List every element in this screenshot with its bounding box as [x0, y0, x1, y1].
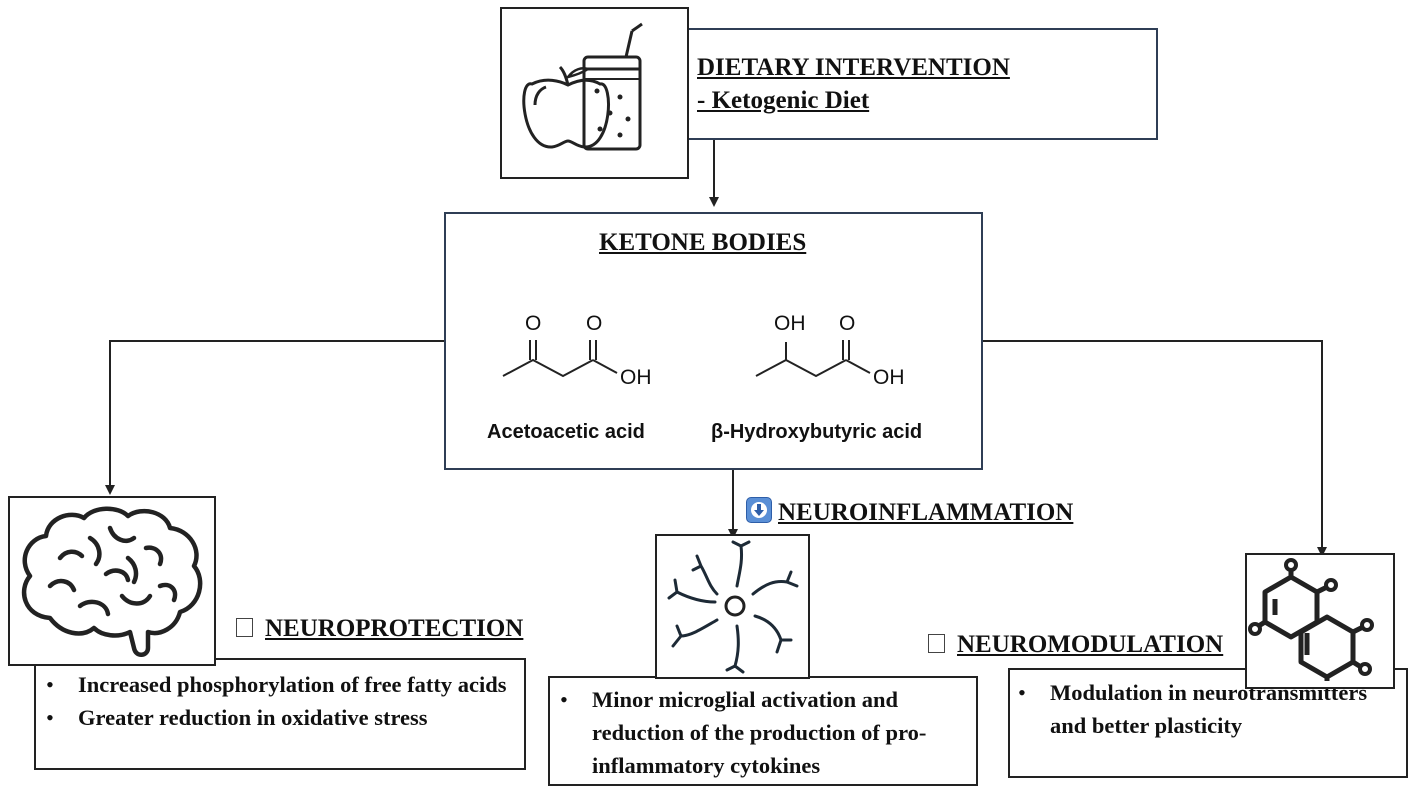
acetoacetic-o1-label: O — [525, 312, 542, 335]
acetoacetic-acid-name: Acetoacetic acid — [487, 421, 645, 443]
apple-and-drink-icon — [522, 22, 643, 151]
neuroprotection-text-box: Increased phosphorylation of free fatty … — [34, 658, 526, 770]
ketone-to-neuroprotection-arrow — [105, 340, 445, 495]
checkbox-placeholder-icon — [928, 634, 945, 653]
neuroinflammation-text-box: Minor microglial activation and reductio… — [548, 676, 978, 786]
neuromodulation-heading: NEUROMODULATION — [928, 631, 1223, 659]
hydroxybutyric-oh-label: OH — [873, 366, 905, 389]
neuroprotection-bullet-2: Greater reduction in oxidative stress — [36, 701, 514, 734]
neuromodulation-bullet-1: Modulation in neurotransmitters and bett… — [1008, 676, 1403, 742]
neuroinflammation-label: NEUROINFLAMMATION — [778, 499, 1074, 526]
molecule-icon — [1248, 558, 1374, 681]
neuroinflammation-heading: NEUROINFLAMMATION — [746, 497, 1073, 527]
ketone-bodies-box — [444, 212, 983, 470]
microglia-icon — [667, 540, 799, 674]
neuroinflammation-bullet-1: Minor microglial activation and reductio… — [550, 683, 968, 782]
molecule-icon-box — [1245, 553, 1395, 689]
acetoacetic-acid-structure — [502, 340, 618, 378]
down-arrow-icon — [746, 497, 772, 523]
microglia-icon-box — [655, 534, 810, 679]
neuroprotection-bullet-1: Increased phosphorylation of free fatty … — [36, 668, 514, 701]
neuromodulation-label: NEUROMODULATION — [957, 631, 1224, 658]
neuroprotection-label: NEUROPROTECTION — [265, 615, 524, 642]
neuroprotection-heading: NEUROPROTECTION — [236, 615, 523, 643]
acetoacetic-o2-label: O — [586, 312, 603, 335]
neuroinflammation-bullet-list: Minor microglial activation and reductio… — [550, 683, 968, 782]
ketone-to-neuromodulation-arrow — [982, 340, 1327, 557]
ketone-title: KETONE BODIES — [599, 229, 807, 256]
checkbox-placeholder-icon — [236, 618, 253, 637]
diet-subtitle: - Ketogenic Diet — [697, 87, 870, 114]
neuroprotection-bullet-list: Increased phosphorylation of free fatty … — [36, 668, 514, 734]
neuromodulation-text-region: Modulation in neurotransmitters and bett… — [1008, 676, 1403, 742]
acetoacetic-oh-label: OH — [620, 366, 652, 389]
brain-icon-box — [8, 496, 216, 666]
diet-title: DIETARY INTERVENTION — [697, 54, 1010, 81]
diet-text-box — [660, 28, 1158, 140]
diet-icon-box — [500, 7, 689, 179]
hydroxybutyric-acid-name: β-Hydroxybutyric acid — [711, 421, 923, 443]
brain-icon — [21, 506, 203, 657]
hydroxybutyric-oh-top-label: OH — [774, 312, 806, 335]
hydroxybutyric-o-label: O — [839, 312, 856, 335]
hydroxybutyric-acid-structure — [755, 340, 871, 378]
